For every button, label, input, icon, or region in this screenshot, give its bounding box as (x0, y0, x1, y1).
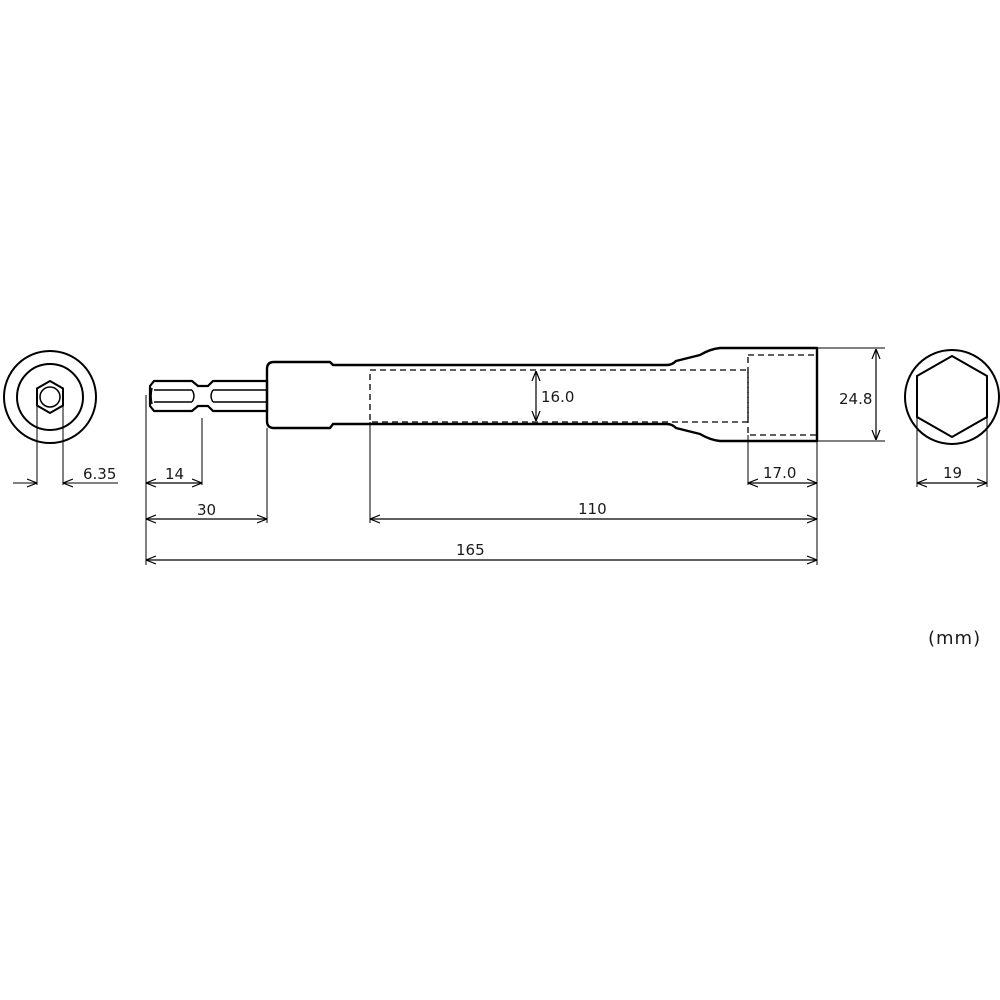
shank-length-label: 30 (197, 501, 216, 519)
left-end-view (3, 350, 118, 485)
bore-diameter-label: 16.0 (541, 388, 574, 406)
right-end-view (904, 349, 1000, 487)
hex-width-label: 6.35 (83, 465, 116, 483)
socket-depth-label: 17.0 (763, 464, 796, 482)
unit-label: (mm) (928, 628, 982, 649)
outer-diameter-label: 24.8 (839, 390, 872, 408)
side-view (145, 346, 885, 565)
shank-tip-label: 14 (165, 465, 184, 483)
socket-size-label: 19 (943, 464, 962, 482)
bore-length-label: 110 (578, 500, 607, 518)
overall-length-label: 165 (456, 541, 485, 559)
